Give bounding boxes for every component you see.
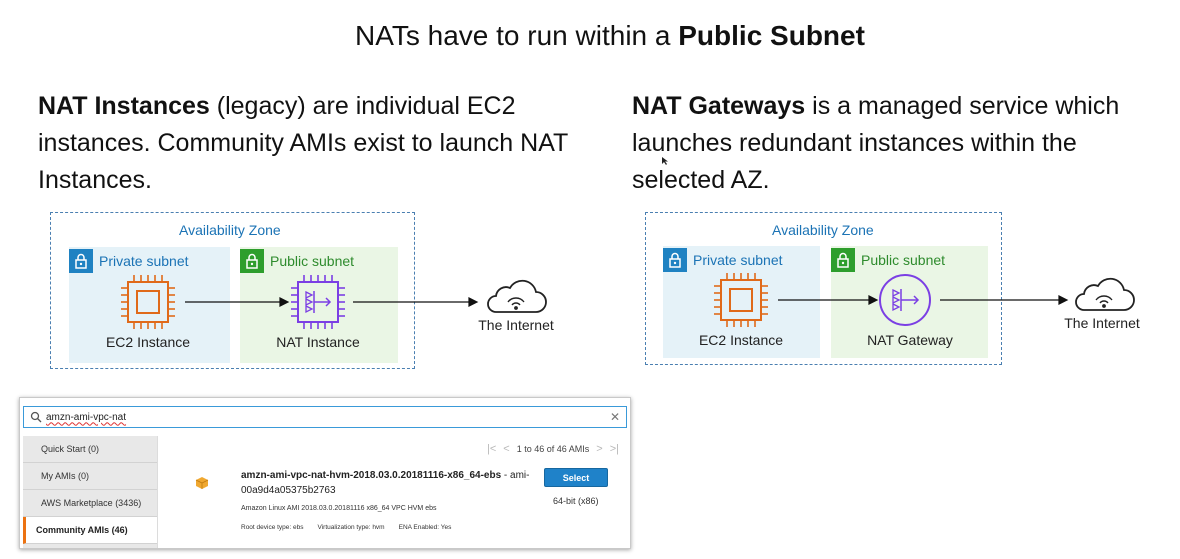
right-private-subnet: Private subnet — [663, 246, 820, 358]
nat-instances-description: NAT Instances (legacy) are individual EC… — [38, 88, 598, 199]
ec2-chip-icon — [121, 275, 175, 329]
right-az-label: Availability Zone — [772, 222, 874, 238]
right-private-subnet-label: Private subnet — [693, 252, 783, 268]
right-nat-caption: NAT Gateway — [867, 332, 953, 348]
lock-icon — [831, 248, 855, 272]
nat-gateways-text: is a managed service which launches redu… — [632, 92, 1120, 194]
ami-name: amzn-ami-vpc-nat-hvm-2018.03.0.20181116-… — [241, 470, 502, 481]
root-device-type: Root device type: ebs — [241, 524, 304, 531]
ami-source-sidebar: Quick Start (0) My AMIs (0) AWS Marketpl… — [23, 436, 157, 548]
nat-instance-icon — [291, 275, 345, 329]
lock-icon — [240, 249, 264, 273]
nat-gateways-description: NAT Gateways is a managed service which … — [632, 88, 1152, 199]
ami-title: amzn-ami-vpc-nat-hvm-2018.03.0.20181116-… — [241, 468, 533, 498]
clear-search-icon[interactable]: ✕ — [609, 410, 620, 424]
sidebar-item-community-amis[interactable]: Community AMIs (46) — [23, 517, 157, 544]
left-public-subnet-label: Public subnet — [270, 253, 355, 269]
ami-search-input[interactable]: amzn-ami-vpc-nat — [46, 411, 127, 423]
left-public-subnet: Public subnet — [240, 247, 398, 363]
nat-instances-text: (legacy) are individual EC2 instances. C… — [38, 92, 568, 194]
search-icon — [30, 411, 42, 423]
left-ec2-caption: EC2 Instance — [105, 334, 191, 350]
left-az-label: Availability Zone — [179, 222, 281, 238]
lock-icon — [663, 248, 687, 272]
pagination: |< < 1 to 46 of 46 AMIs > >| — [487, 443, 619, 455]
architecture-label: 64-bit (x86) — [553, 496, 599, 506]
right-internet-caption: The Internet — [1064, 315, 1140, 331]
divider — [157, 436, 158, 548]
ami-id: - ami-00a9d4a05375b2763 — [241, 470, 530, 496]
select-button[interactable]: Select — [544, 468, 608, 487]
ami-metadata: Root device type: ebs Virtualization typ… — [241, 524, 451, 531]
sidebar-item-quick-start[interactable]: Quick Start (0) — [23, 436, 157, 463]
prev-page-icon[interactable]: < — [503, 443, 510, 455]
first-page-icon[interactable]: |< — [487, 443, 497, 455]
last-page-icon[interactable]: >| — [609, 443, 619, 455]
ami-selection-screenshot: amzn-ami-vpc-nat ✕ Quick Start (0) My AM… — [19, 397, 631, 549]
left-diagram-graphics — [121, 275, 547, 329]
ami-search-box[interactable]: amzn-ami-vpc-nat ✕ — [23, 406, 627, 428]
ami-cube-icon — [195, 477, 209, 489]
right-diagram-graphics — [714, 273, 1135, 327]
left-nat-caption: NAT Instance — [276, 334, 360, 350]
next-page-icon[interactable]: > — [596, 443, 603, 455]
right-public-subnet: Public subnet — [831, 246, 988, 358]
mouse-cursor-icon — [662, 157, 668, 165]
title-bold: Public Subnet — [678, 20, 865, 51]
title-prefix: NATs have to run within a — [355, 20, 679, 51]
sidebar-item-aws-marketplace[interactable]: AWS Marketplace (3436) — [23, 490, 157, 517]
nat-gateways-heading: NAT Gateways — [632, 92, 806, 120]
pagination-text: 1 to 46 of 46 AMIs — [516, 444, 590, 454]
right-public-subnet-label: Public subnet — [861, 252, 946, 268]
left-private-subnet: Private subnet — [69, 247, 230, 363]
right-ec2-caption: EC2 Instance — [698, 332, 784, 348]
left-private-subnet-label: Private subnet — [99, 253, 189, 269]
internet-cloud-icon — [487, 279, 547, 313]
nat-gateway-icon — [879, 274, 931, 326]
slide-title: NATs have to run within a Public Subnet — [0, 20, 1180, 52]
sidebar-item-my-amis[interactable]: My AMIs (0) — [23, 463, 157, 490]
lock-icon — [69, 249, 93, 273]
nat-instances-heading: NAT Instances — [38, 92, 210, 120]
virtualization-type: Virtualization type: hvm — [317, 524, 385, 531]
ami-description: Amazon Linux AMI 2018.03.0.20181116 x86_… — [241, 505, 437, 512]
internet-cloud-icon — [1075, 277, 1135, 311]
ec2-chip-icon — [714, 273, 768, 327]
left-internet-caption: The Internet — [478, 317, 554, 333]
ena-enabled: ENA Enabled: Yes — [398, 524, 452, 531]
